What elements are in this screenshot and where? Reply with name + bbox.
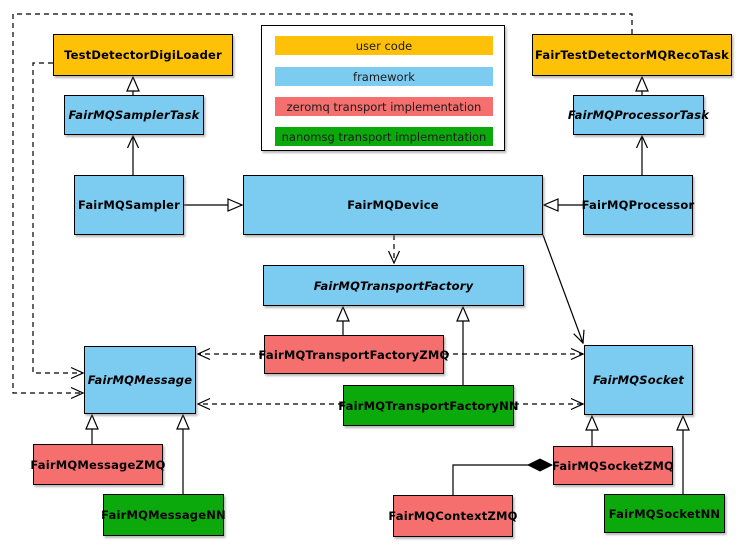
node-label: FairMQSamplerTask (68, 108, 200, 122)
legend-swatch-user-code: user code (275, 36, 493, 55)
node-fairmq-sampler: FairMQSampler (74, 175, 184, 235)
edge-digiloader-to-message (32, 62, 83, 373)
node-fairmq-socket-nn: FairMQSocketNN (604, 494, 725, 533)
node-fairmq-socket: FairMQSocket (584, 345, 693, 415)
node-label: FairMQTransportFactory (313, 278, 474, 293)
edge-recotask-to-message (12, 13, 633, 393)
legend-label-nanomsg: nanomsg transport implementation (281, 129, 487, 144)
node-label: TestDetectorDigiLoader (64, 48, 222, 62)
node-fairmq-context-zmq: FairMQContextZMQ (388, 495, 517, 537)
node-fairmq-transport-factory-nn: FairMQTransportFactoryNN (338, 385, 519, 426)
legend-swatch-zeromq: zeromq transport implementation (275, 97, 493, 116)
edge-contextzmq-to-socketzmq (452, 465, 552, 495)
node-label: FairMQMessageZMQ (30, 457, 166, 472)
legend-swatch-framework: framework (275, 67, 493, 86)
node-fairmq-sampler-task: FairMQSamplerTask (64, 95, 204, 135)
node-label: FairMQTransportFactoryNN (338, 398, 519, 413)
node-label: FairMQProcessorTask (567, 108, 710, 122)
node-fairmq-transport-factory-zmq: FairMQTransportFactoryZMQ (259, 335, 449, 374)
node-label: FairMQProcessor (581, 198, 695, 212)
node-fairmq-message-zmq: FairMQMessageZMQ (30, 444, 166, 485)
node-label: FairMQTransportFactoryZMQ (258, 347, 450, 362)
node-label: FairMQContextZMQ (388, 509, 518, 523)
node-label: FairTestDetectorMQRecoTask (535, 48, 729, 62)
node-label: FairMQMessageNN (101, 508, 226, 522)
legend-label-framework: framework (353, 69, 415, 84)
node-fairmq-processor-task: FairMQProcessorTask (568, 95, 709, 135)
node-label: FairMQSocket (592, 373, 685, 387)
legend-label-zeromq: zeromq transport implementation (286, 99, 482, 114)
node-label: FairMQSocketZMQ (552, 458, 674, 473)
legend-swatch-nanomsg: nanomsg transport implementation (275, 127, 493, 146)
node-label: FairMQSocketNN (608, 506, 721, 521)
node-label: FairMQDevice (347, 198, 439, 212)
legend: user code framework zeromq transport imp… (261, 25, 505, 151)
node-test-detector-digi-loader: TestDetectorDigiLoader (53, 34, 233, 76)
node-label: FairMQMessage (87, 373, 193, 387)
legend-label-user-code: user code (355, 38, 413, 53)
node-fairmq-socket-zmq: FairMQSocketZMQ (552, 446, 674, 485)
node-fairmq-processor: FairMQProcessor (581, 175, 695, 235)
node-fairmq-message-nn: FairMQMessageNN (101, 494, 226, 536)
node-fairmq-device: FairMQDevice (243, 175, 543, 235)
node-fair-test-detector-mq-reco-task: FairTestDetectorMQRecoTask (532, 34, 732, 76)
edge-device-to-socket (542, 234, 583, 343)
node-label: FairMQSampler (77, 198, 181, 212)
node-fairmq-transport-factory: FairMQTransportFactory (263, 265, 524, 306)
node-fairmq-message: FairMQMessage (84, 346, 196, 414)
